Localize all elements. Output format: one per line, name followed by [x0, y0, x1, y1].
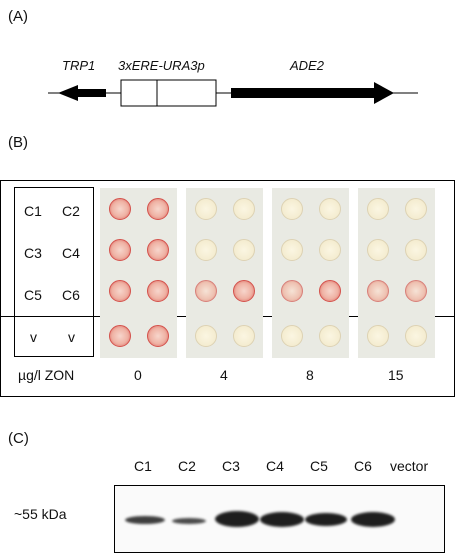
strain-label-c2: C2: [62, 203, 80, 219]
ade2-arrow: [231, 82, 394, 104]
colony-c4: [233, 239, 255, 261]
band-c2: [172, 518, 206, 524]
concentration-label: 15: [388, 367, 404, 383]
colony-vector: [109, 325, 131, 347]
promoter-box: [120, 79, 217, 107]
strain-label-c1: C1: [24, 203, 42, 219]
colony-c1: [367, 198, 389, 220]
lane-label-c2: C2: [178, 458, 196, 474]
colony-c6: [233, 280, 255, 302]
size-marker-label: ~55 kDa: [14, 506, 67, 522]
colony-c5: [195, 280, 217, 302]
colony-vector: [281, 325, 303, 347]
panel-a-label: (A): [8, 8, 28, 25]
colony-c3: [281, 239, 303, 261]
colony-c3: [367, 239, 389, 261]
panel-b-label: (B): [8, 134, 28, 151]
plate-15-zon: [358, 188, 435, 358]
colony-vector: [195, 325, 217, 347]
colony-c6: [147, 280, 169, 302]
colony-c1: [109, 198, 131, 220]
plate-8-zon: [272, 188, 349, 358]
plate-0-zon: [100, 188, 177, 358]
construct-diagram: [48, 79, 418, 107]
strain-label-c6: C6: [62, 287, 80, 303]
promoter-label: 3xERE-URA3p: [118, 58, 205, 73]
colony-c3: [109, 239, 131, 261]
colony-vector: [319, 325, 341, 347]
colony-vector: [147, 325, 169, 347]
lane-label-c3: C3: [222, 458, 240, 474]
strain-label-vector-1: v: [30, 329, 37, 345]
lane-label-c6: C6: [354, 458, 372, 474]
concentration-label: 0: [134, 367, 142, 383]
trp1-label: TRP1: [62, 58, 96, 73]
lane-label-c1: C1: [134, 458, 152, 474]
colony-c3: [195, 239, 217, 261]
colony-c2: [405, 198, 427, 220]
colony-c5: [367, 280, 389, 302]
concentration-label: 4: [220, 367, 228, 383]
strain-label-c4: C4: [62, 245, 80, 261]
lane-label-c5: C5: [310, 458, 328, 474]
colony-c6: [405, 280, 427, 302]
plate-figure-frame: [0, 180, 455, 397]
colony-vector: [405, 325, 427, 347]
band-c4: [260, 512, 304, 527]
band-c1: [125, 516, 165, 524]
colony-c2: [147, 198, 169, 220]
strain-label-c3: C3: [24, 245, 42, 261]
colony-c5: [109, 280, 131, 302]
colony-vector: [233, 325, 255, 347]
trp1-arrow: [58, 85, 106, 101]
lane-label-c4: C4: [266, 458, 284, 474]
strain-label-vector-2: v: [68, 329, 75, 345]
lane-label-vector: vector: [390, 458, 429, 474]
band-c6: [351, 512, 395, 527]
ade2-label: ADE2: [290, 58, 324, 73]
western-blot-membrane: [114, 485, 445, 553]
colony-c5: [281, 280, 303, 302]
colony-c4: [319, 239, 341, 261]
strain-key-box: [14, 187, 94, 357]
zon-unit-label: µg/l ZON: [18, 367, 75, 383]
panel-c-label: (C): [8, 430, 29, 447]
concentration-label: 8: [306, 367, 314, 383]
colony-c1: [281, 198, 303, 220]
colony-c2: [319, 198, 341, 220]
band-c3: [215, 511, 259, 527]
plate-4-zon: [186, 188, 263, 358]
colony-c1: [195, 198, 217, 220]
colony-c2: [233, 198, 255, 220]
colony-c6: [319, 280, 341, 302]
band-c5: [305, 513, 347, 526]
colony-c4: [147, 239, 169, 261]
colony-c4: [405, 239, 427, 261]
colony-vector: [367, 325, 389, 347]
strain-label-c5: C5: [24, 287, 42, 303]
